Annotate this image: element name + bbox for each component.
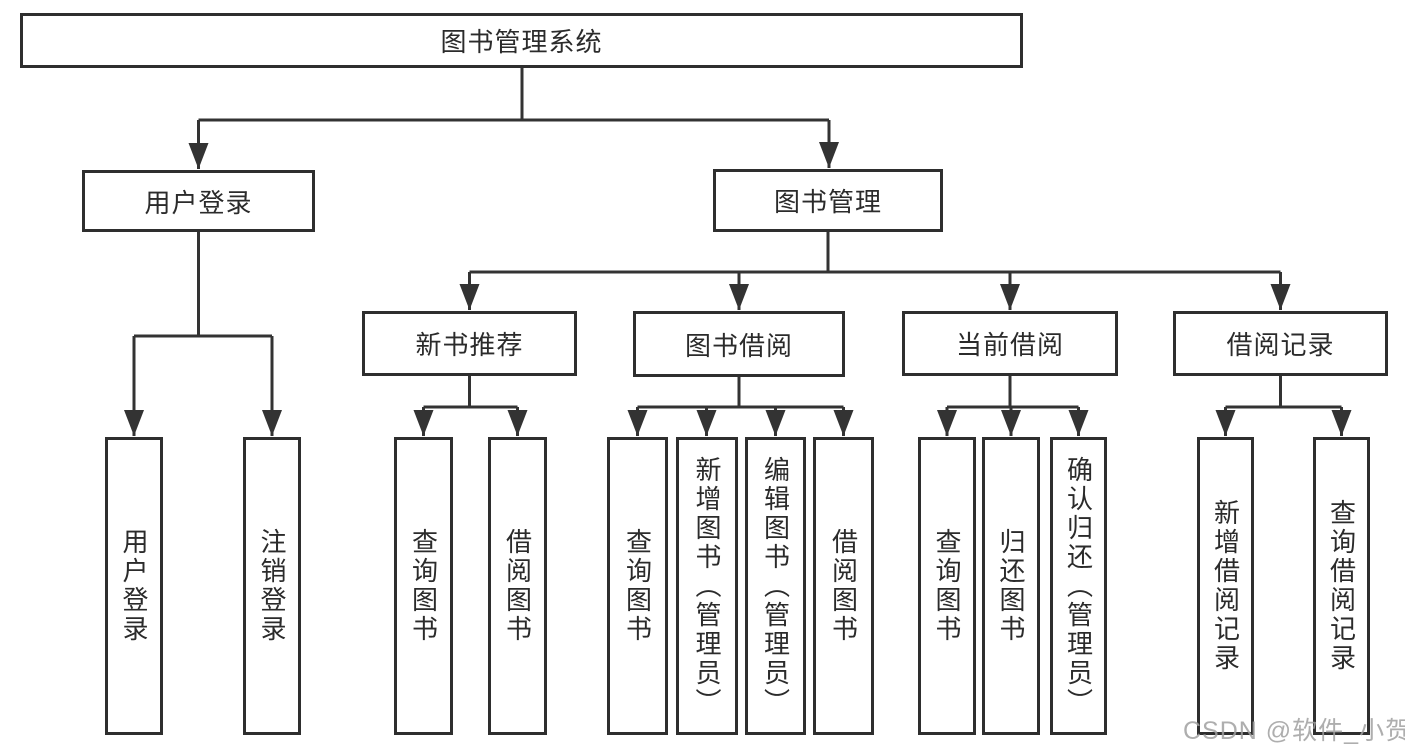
edge-mgmt-to-level3 — [459, 232, 1291, 310]
edge-current-to-leaves — [937, 376, 1089, 436]
leaf-borrow-edit-books-admin: 编辑图书（管理员） — [745, 437, 806, 735]
edge-root-to-level2 — [188, 68, 839, 169]
node-label: 查询图书 — [932, 528, 962, 644]
node-label: 图书借阅 — [684, 330, 793, 361]
node-book-borrowing: 图书借阅 — [633, 311, 845, 377]
node-label: 确认归还（管理员） — [1063, 455, 1094, 717]
node-book-management: 图书管理 — [713, 169, 943, 232]
leaf-records-query-record: 查询借阅记录 — [1313, 437, 1370, 735]
edge-newbook-to-leaves — [413, 376, 528, 436]
node-label: 图书管理系统 — [440, 27, 603, 57]
leaf-newbook-query-books: 查询图书 — [394, 437, 453, 735]
edge-login-to-leaves — [124, 232, 282, 436]
node-current-borrowing: 当前借阅 — [902, 311, 1118, 376]
node-label: 新增借阅记录 — [1210, 499, 1241, 673]
leaf-current-confirm-return-admin: 确认归还（管理员） — [1050, 437, 1107, 735]
edge-borrow-to-leaves — [627, 376, 854, 436]
leaf-borrow-query-books: 查询图书 — [607, 437, 668, 735]
leaf-user-login: 用户登录 — [105, 437, 163, 735]
node-label: 用户登录 — [119, 528, 149, 644]
node-label: 查询借阅记录 — [1326, 499, 1357, 673]
node-label: 编辑图书（管理员） — [760, 455, 791, 717]
leaf-current-return-books: 归还图书 — [982, 437, 1040, 735]
leaf-borrow-borrow-books: 借阅图书 — [813, 437, 874, 735]
node-label: 注销登录 — [257, 528, 287, 644]
node-label: 新书推荐 — [415, 330, 524, 360]
node-system-root: 图书管理系统 — [20, 13, 1023, 68]
leaf-borrow-add-books-admin: 新增图书（管理员） — [676, 437, 738, 735]
node-user-login: 用户登录 — [82, 170, 315, 232]
node-borrowing-records: 借阅记录 — [1173, 311, 1388, 376]
node-label: 查询图书 — [408, 528, 439, 644]
node-label: 查询图书 — [622, 528, 653, 644]
edge-records-to-leaves — [1215, 376, 1352, 436]
node-label: 新增图书（管理员） — [692, 455, 722, 717]
node-label: 借阅记录 — [1226, 330, 1335, 360]
leaf-current-query-books: 查询图书 — [918, 437, 976, 735]
leaf-logout: 注销登录 — [243, 437, 301, 735]
node-label: 当前借阅 — [955, 330, 1064, 360]
node-label: 借阅图书 — [502, 528, 533, 644]
node-new-book-recommend: 新书推荐 — [362, 311, 577, 376]
node-label: 用户登录 — [144, 187, 253, 218]
node-label: 图书管理 — [773, 187, 882, 217]
node-label: 归还图书 — [996, 528, 1026, 644]
leaf-records-add-record: 新增借阅记录 — [1197, 437, 1254, 735]
leaf-newbook-borrow-books: 借阅图书 — [488, 437, 547, 735]
node-label: 借阅图书 — [828, 528, 859, 644]
